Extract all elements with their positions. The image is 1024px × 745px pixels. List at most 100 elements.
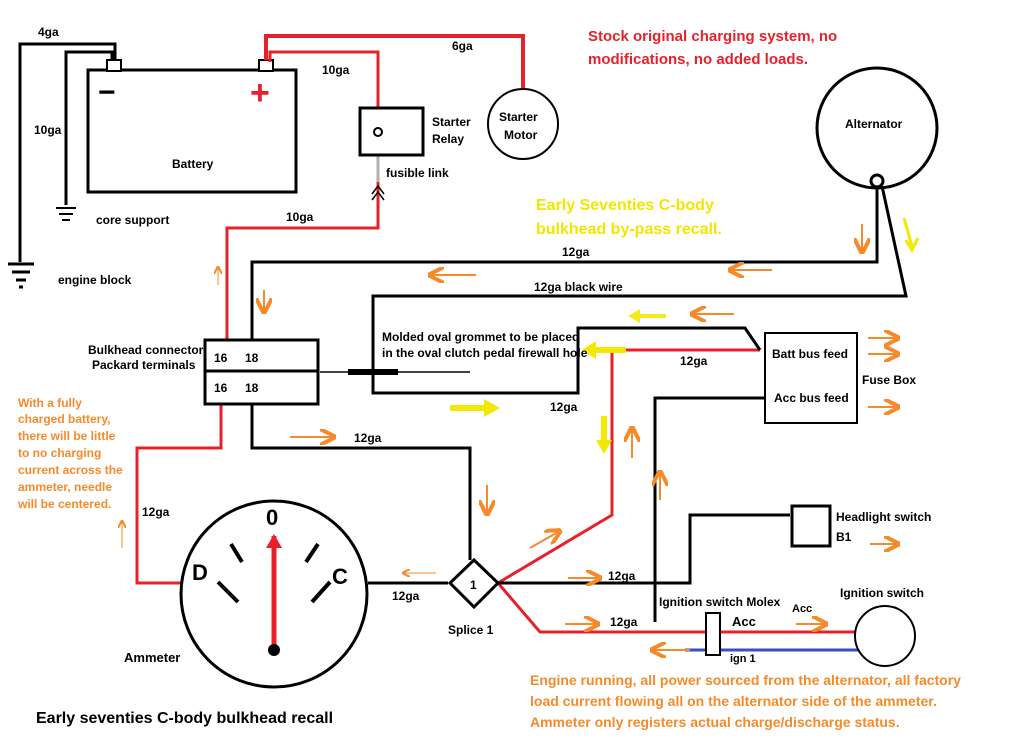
gauge-10ga-mid: 10ga — [286, 210, 314, 224]
meter-zero-label: 0 — [266, 505, 278, 530]
splice-number: 1 — [470, 578, 477, 592]
ignition-switch-label: Ignition switch — [840, 586, 924, 600]
stock-note-1: Stock original charging system, no — [588, 28, 837, 45]
meter-c-label: C — [332, 564, 348, 589]
starter-motor — [487, 88, 559, 160]
terminal-16a: 16 — [214, 351, 228, 365]
gauge-12ga-splice: 12ga — [392, 589, 420, 603]
splice-1 — [447, 557, 501, 610]
stock-note-2: modifications, no added loads. — [588, 51, 808, 68]
terminal-16b: 16 — [214, 381, 228, 395]
meter-tick — [216, 580, 240, 604]
meter-tick — [229, 542, 244, 564]
bulkhead-to-ammeter-d-wire — [135, 404, 223, 585]
meter-pivot — [268, 644, 280, 656]
battery-to-relay-10ga-wire — [268, 50, 380, 128]
meter-d-label: D — [192, 560, 208, 585]
engine-note-1: Engine running, all power sourced from t… — [530, 672, 961, 688]
acc-label: Acc — [732, 614, 756, 629]
fuse-box-label: Fuse Box — [862, 373, 916, 387]
gauge-12ga-right2: 12ga — [610, 615, 638, 629]
terminal-18a: 18 — [245, 351, 259, 365]
splice-to-ignition-wire — [496, 582, 860, 634]
bulkhead-label-1: Bulkhead connector — [88, 343, 204, 357]
acc-bus-feed-wire — [653, 396, 765, 622]
ign-molex-label: Ignition switch Molex — [659, 595, 781, 609]
batt-bus-feed-label: Batt bus feed — [772, 347, 848, 361]
yellow-arrows — [450, 217, 920, 454]
meter-tick — [304, 542, 320, 564]
grommet-label-1: Molded oval grommet to be placed — [382, 330, 579, 344]
engine-note-2: load current flowing all on the alternat… — [530, 693, 937, 709]
meter-tick — [310, 580, 332, 604]
gauge-6ga: 6ga — [452, 39, 473, 53]
early-note-2: bulkhead by-pass recall. — [536, 221, 722, 238]
early-note-1: Early Seventies C-body — [536, 197, 714, 214]
headlight-switch — [790, 504, 832, 548]
bulkhead-label-2: Packard terminals — [92, 358, 196, 372]
alternator-to-bulkhead-12ga-wire — [250, 186, 879, 340]
ign1-label: ign 1 — [730, 653, 756, 665]
terminal-18b: 18 — [245, 381, 259, 395]
current-flow-arrows — [122, 224, 896, 650]
ammeter-label: Ammeter — [124, 650, 180, 665]
battery — [86, 59, 298, 194]
starter-relay — [358, 106, 425, 157]
gauge-12ga-loop: 12ga — [550, 400, 578, 414]
splice-to-headlight-wire — [498, 513, 790, 585]
grommet-marker — [348, 369, 398, 375]
alternator-label: Alternator — [845, 117, 903, 131]
starter-motor-label-1: Starter — [499, 110, 538, 124]
battery-negative-post — [106, 59, 122, 72]
headlight-b1-label: B1 — [836, 530, 852, 544]
fusible-link-label: fusible link — [386, 166, 449, 180]
diagram-title: Early seventies C-body bulkhead recall — [36, 710, 333, 727]
battery-to-starter-6ga-wire — [264, 34, 525, 90]
ignition-molex — [705, 612, 721, 656]
grommet-label-2: in the oval clutch pedal firewall hole — [382, 346, 588, 360]
headlight-switch-label: Headlight switch — [836, 510, 931, 524]
gauge-10ga-left: 10ga — [34, 123, 62, 137]
fuse-box — [764, 332, 858, 424]
battery-label: Battery — [172, 157, 214, 171]
full-note-1: With a fully — [18, 396, 82, 410]
ammeter — [179, 499, 369, 689]
gauge-12ga-mid: 12ga — [354, 431, 382, 445]
gauge-4ga: 4ga — [38, 25, 59, 39]
alternator-12ga-black-wire — [371, 185, 908, 395]
fusible-link-to-bulkhead-wire — [225, 178, 380, 340]
starter-motor-label-2: Motor — [504, 128, 538, 142]
starter-relay-label-1: Starter — [432, 115, 471, 129]
ignition-switch — [854, 605, 916, 667]
relay-terminal — [373, 127, 383, 137]
core-support-label: core support — [96, 213, 169, 227]
full-note-6: ammeter, needle — [18, 480, 112, 494]
acc-bus-feed-label: Acc bus feed — [774, 391, 849, 405]
alternator-terminal — [869, 173, 885, 189]
gauge-12ga-left: 12ga — [142, 505, 170, 519]
gauge-12ga-top: 12ga — [562, 245, 590, 259]
acc-label-small: Acc — [792, 603, 812, 615]
battery-plus-sign: + — [250, 74, 270, 112]
bulkhead-to-splice-12ga-wire — [250, 404, 472, 560]
full-note-5: current across the — [18, 463, 123, 477]
ground-4ga-wire — [18, 42, 117, 262]
splice-label: Splice 1 — [448, 623, 494, 637]
full-note-4: to no charging — [18, 446, 101, 460]
gauge-12ga-right1: 12ga — [608, 569, 636, 583]
engine-block-label: engine block — [58, 273, 132, 287]
gauge-12ga-grommet: 12ga — [680, 354, 708, 368]
battery-minus-sign: − — [98, 76, 116, 109]
ground-symbol-engine — [8, 262, 34, 289]
full-note-3: there will be little — [18, 429, 116, 443]
full-note-7: will be centered. — [17, 497, 111, 511]
ground-symbol-core — [56, 207, 76, 221]
splice-to-batt-bus-wire — [497, 348, 760, 585]
engine-note-3: Ammeter only registers actual charge/dis… — [530, 714, 900, 730]
fusible-link-marker — [371, 184, 385, 201]
full-note-2: charged battery, — [18, 412, 110, 426]
gauge-12ga-black: 12ga black wire — [534, 280, 623, 294]
gauge-10ga-top: 10ga — [322, 63, 350, 77]
starter-relay-label-2: Relay — [432, 132, 464, 146]
